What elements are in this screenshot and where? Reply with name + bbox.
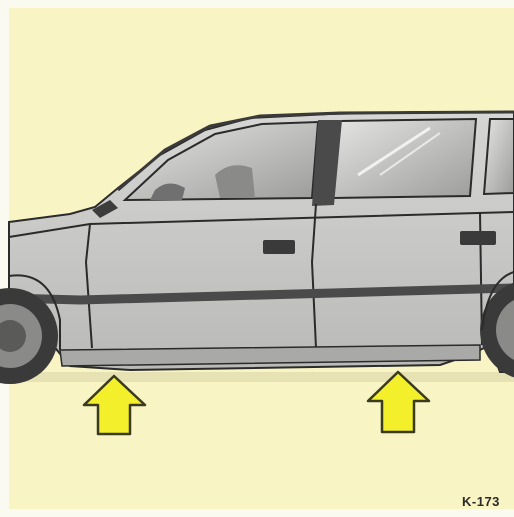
rear-door-handle — [460, 231, 496, 245]
front-jack-point-arrow — [84, 376, 145, 434]
front-door-handle — [263, 240, 295, 254]
rear-quarter-window — [484, 119, 514, 194]
seat-silhouette — [215, 165, 255, 198]
figure-code-label: K-173 — [462, 494, 500, 509]
ground-shadow — [9, 372, 514, 382]
